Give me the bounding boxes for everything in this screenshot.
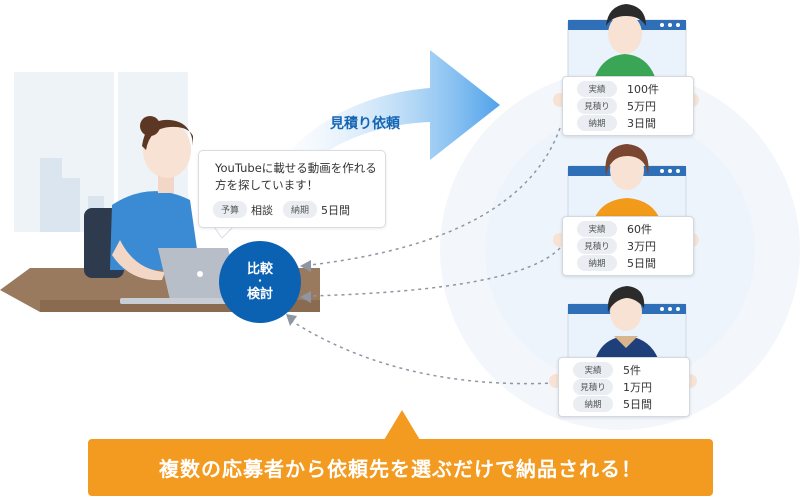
row-label: 納期: [577, 255, 617, 271]
proposal-row: 実績 5件: [573, 362, 641, 378]
row-value: 3万円: [627, 240, 656, 253]
deadline-tag: 納期: [283, 201, 318, 218]
row-label: 実績: [577, 221, 617, 237]
row-label: 見積り: [577, 238, 617, 254]
request-meta: 予算 相談 納期 5日間: [213, 201, 356, 218]
request-message: YouTubeに載せる動画を作れる方を探しています！: [215, 161, 377, 192]
compare-separator: ・: [255, 276, 265, 287]
row-value: 60件: [627, 223, 652, 236]
compare-line-2: 検討: [246, 286, 273, 302]
row-value: 1万円: [623, 381, 652, 394]
deadline-value: 5日間: [321, 203, 351, 217]
compare-line-1: 比較: [246, 261, 273, 277]
proposal-card-3: 実績 5件 見積り 1万円 納期 5日間: [558, 357, 690, 417]
compare-badge: 比較 ・ 検討: [219, 241, 301, 323]
row-label: 見積り: [573, 379, 613, 395]
arrow-heads: [286, 260, 311, 326]
row-value: 3日間: [627, 117, 656, 130]
banner-pointer: [384, 410, 420, 440]
row-label: 納期: [577, 115, 617, 131]
proposal-row: 見積り 3万円: [577, 238, 656, 254]
request-arrow: [272, 50, 500, 180]
return-arrows: [289, 127, 561, 385]
proposal-card-2: 実績 60件 見積り 3万円 納期 5日間: [562, 216, 694, 276]
row-value: 5日間: [623, 398, 652, 411]
proposal-row: 実績 60件: [577, 221, 652, 237]
proposal-card-1: 実績 100件 見積り 5万円 納期 3日間: [562, 76, 694, 136]
row-value: 100件: [627, 83, 659, 96]
request-bubble: YouTubeに載せる動画を作れる方を探しています！ 予算 相談 納期 5日間: [198, 150, 386, 228]
proposal-row: 実績 100件: [577, 81, 659, 97]
row-label: 納期: [573, 396, 613, 412]
row-label: 実績: [573, 362, 613, 378]
proposal-row: 納期 5日間: [577, 255, 656, 271]
row-value: 5日間: [627, 257, 656, 270]
request-arrow-label: 見積り依頼: [330, 116, 400, 132]
proposal-row: 見積り 1万円: [573, 379, 652, 395]
row-value: 5件: [623, 364, 641, 377]
applicant-window-3: [567, 286, 687, 365]
row-value: 5万円: [627, 100, 656, 113]
budget-value: 相談: [251, 203, 274, 217]
budget-tag: 予算: [213, 201, 248, 218]
row-label: 実績: [577, 81, 617, 97]
proposal-row: 見積り 5万円: [577, 98, 656, 114]
summary-banner: 複数の応募者から依頼先を選ぶだけで納品される！: [88, 439, 713, 496]
row-label: 見積り: [577, 98, 617, 114]
proposal-row: 納期 3日間: [577, 115, 656, 131]
proposal-row: 納期 5日間: [573, 396, 652, 412]
